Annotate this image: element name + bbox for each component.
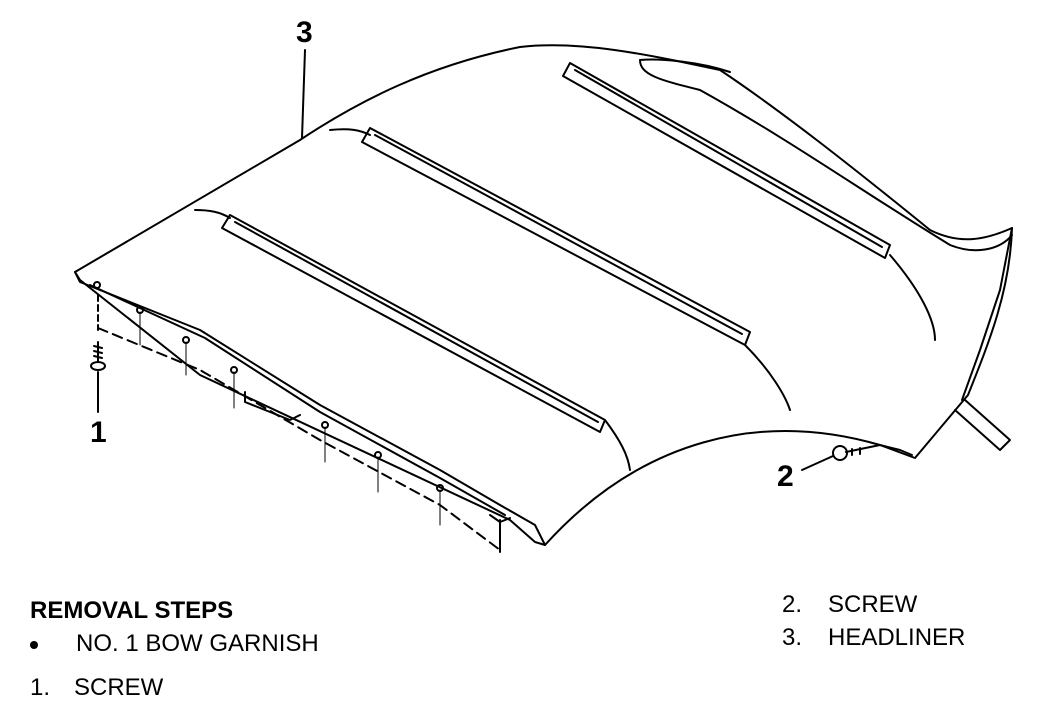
callout-2-leader [801, 455, 834, 471]
callout-3-leader [301, 49, 306, 139]
callout-1: 1 [90, 416, 107, 449]
legend-title: REMOVAL STEPS [30, 597, 234, 624]
legend-item-label: SCREW [828, 591, 918, 618]
legend-item-1: 1. SCREW [30, 674, 163, 702]
callout-3: 3 [296, 16, 313, 49]
bow-garnish-front [221, 214, 606, 433]
screw-1-icon [90, 341, 106, 371]
legend-item-3: 3. HEADLINER [782, 624, 965, 652]
legend-item-2: 2. SCREW [782, 591, 917, 619]
legend-bullet-item: NO. 1 BOW GARNISH [30, 630, 319, 658]
legend-item-number: 2. [782, 591, 803, 618]
headliner-panel [74, 44, 1013, 546]
rear-window-lip [639, 59, 1013, 252]
legend-bullet-label: NO. 1 BOW GARNISH [76, 630, 319, 657]
legend-item-label: SCREW [74, 674, 164, 701]
bow-garnish-rear [562, 62, 891, 259]
legend-item-number: 3. [782, 624, 803, 651]
roof-bar [954, 399, 1011, 451]
bow-garnish-middle [361, 127, 751, 346]
screw-2-icon [832, 444, 881, 461]
bullet-icon [30, 641, 38, 649]
reference-dashed-line [97, 327, 501, 551]
legend-item-label: HEADLINER [828, 624, 966, 651]
callout-2: 2 [777, 460, 794, 493]
legend-item-number: 1. [30, 674, 51, 701]
